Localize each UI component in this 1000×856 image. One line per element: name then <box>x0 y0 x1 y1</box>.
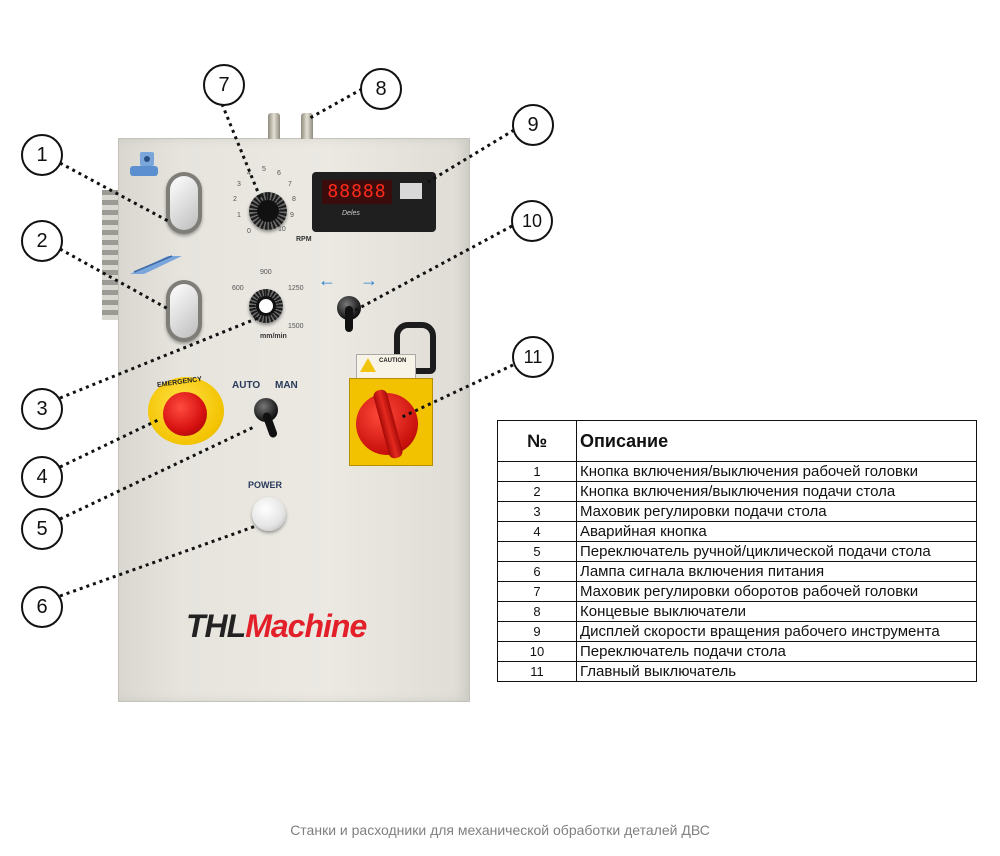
power-lamp <box>252 497 286 531</box>
rpm-scale-4: 4 <box>247 170 251 177</box>
panel-side-vent <box>102 190 118 320</box>
row-desc: Переключатель ручной/циклической подачи … <box>576 541 977 562</box>
rpm-scale-3: 3 <box>237 181 241 188</box>
spindle-speed-knob[interactable] <box>249 192 287 230</box>
row-num: 6 <box>497 561 577 582</box>
callout-6: 6 <box>21 586 63 628</box>
auto-label: AUTO <box>232 380 261 391</box>
brand-logo: THLMachine <box>186 608 367 644</box>
rpm-scale-8: 8 <box>292 196 296 203</box>
footer-caption: Станки и расходники для механической обр… <box>290 822 710 838</box>
row-num: 4 <box>497 521 577 542</box>
rpm-scale-6: 6 <box>277 170 281 177</box>
row-desc: Дисплей скорости вращения рабочего инстр… <box>576 621 977 642</box>
row-num: 11 <box>497 661 577 682</box>
row-desc: Лампа сигнала включения питания <box>576 561 977 582</box>
row-num: 1 <box>497 461 577 482</box>
rpm-scale-2: 2 <box>233 196 237 203</box>
table-feed-on-off-button[interactable] <box>166 280 202 342</box>
rpm-scale-9: 9 <box>290 212 294 219</box>
callout-4: 4 <box>21 456 63 498</box>
limit-switch-left <box>268 113 280 139</box>
callout-2: 2 <box>21 220 63 262</box>
row-num: 9 <box>497 621 577 642</box>
row-desc: Кнопка включения/выключения рабочей голо… <box>576 461 977 482</box>
rpm-scale-7: 7 <box>288 181 292 188</box>
feed-scale-1500: 1500 <box>288 323 304 330</box>
man-label: MAN <box>275 380 298 391</box>
row-desc: Кнопка включения/выключения подачи стола <box>576 481 977 502</box>
callout-1: 1 <box>21 134 63 176</box>
callout-7: 7 <box>203 64 245 106</box>
rpm-display-reading: 88888 <box>322 180 392 204</box>
row-desc: Переключатель подачи стола <box>576 641 977 662</box>
rpm-scale-5: 5 <box>262 166 266 173</box>
main-switch[interactable] <box>349 378 433 466</box>
row-num: 3 <box>497 501 577 522</box>
caution-label: CAUTION <box>356 354 416 380</box>
display-window <box>400 183 422 199</box>
power-label: POWER <box>248 480 283 490</box>
row-desc: Главный выключатель <box>576 661 977 682</box>
legend-header-num: № <box>497 420 577 462</box>
row-num: 10 <box>497 641 577 662</box>
row-num: 8 <box>497 601 577 622</box>
rpm-scale-1: 1 <box>237 212 241 219</box>
callout-8: 8 <box>360 68 402 110</box>
rpm-scale-10: 10 <box>278 226 286 233</box>
row-desc: Аварийная кнопка <box>576 521 977 542</box>
feed-scale-1250: 1250 <box>288 285 304 292</box>
spindle-icon <box>130 152 158 176</box>
row-desc: Маховик регулировки оборотов рабочей гол… <box>576 581 977 602</box>
feed-scale-600: 600 <box>232 285 244 292</box>
row-num: 5 <box>497 541 577 562</box>
arrow-left-icon: ← <box>318 270 336 290</box>
arrow-right-icon: → <box>360 270 378 290</box>
emergency-stop-button[interactable] <box>163 392 207 436</box>
rpm-scale-0: 0 <box>247 228 251 235</box>
row-desc: Концевые выключатели <box>576 601 977 622</box>
row-num: 7 <box>497 581 577 602</box>
rpm-display: 88888 Deles <box>312 172 436 232</box>
table-feed-icon <box>130 255 182 274</box>
row-num: 2 <box>497 481 577 502</box>
callout-10: 10 <box>511 200 553 242</box>
callout-5: 5 <box>21 508 63 550</box>
display-brand: Deles <box>342 210 360 217</box>
feed-scale-900: 900 <box>260 269 272 276</box>
spindle-on-off-button[interactable] <box>166 172 202 234</box>
row-desc: Маховик регулировки подачи стола <box>576 501 977 522</box>
limit-switch-right <box>301 113 313 139</box>
callout-3: 3 <box>21 388 63 430</box>
feed-unit-label: mm/min <box>260 333 287 340</box>
callout-9: 9 <box>512 104 554 146</box>
rpm-label: RPM <box>296 236 312 243</box>
legend-header-desc: Описание <box>576 420 977 462</box>
feed-direction-switch[interactable] <box>345 306 353 332</box>
table-feed-knob[interactable] <box>249 289 283 323</box>
legend-header-row: № Описание <box>497 420 977 462</box>
callout-11: 11 <box>512 336 554 378</box>
